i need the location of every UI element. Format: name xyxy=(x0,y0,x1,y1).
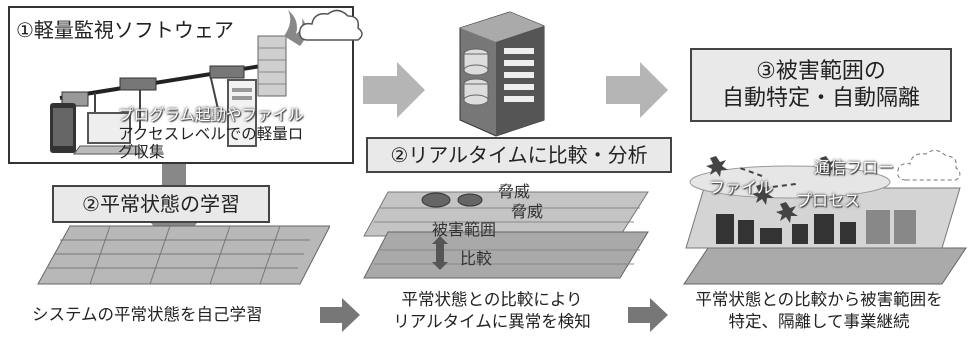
step-learning-label: ②平常状態の学習 xyxy=(52,185,270,223)
panel-title: ①軽量監視ソフトウェア xyxy=(16,14,234,43)
step-isolate-line2: 自動特定・自動隔離 xyxy=(721,86,920,111)
arrow-right-2 xyxy=(606,62,668,118)
panel-lightweight-monitoring: ①軽量監視ソフトウェア プログラム起動やファイル アクセスレベルでの軽量ロ グ収… xyxy=(8,6,354,164)
arrow-right-3 xyxy=(320,298,360,332)
threat-label-1: 脅威 xyxy=(498,182,531,201)
arrow-right-4 xyxy=(628,298,668,332)
caption-self-learning: システムの平常状態を自己学習 xyxy=(32,305,263,324)
pc-tower-icon xyxy=(227,79,257,147)
comparison-layers-illustration xyxy=(363,191,649,279)
baseline-layer-illustration xyxy=(37,225,330,285)
threat-burst-icon xyxy=(706,156,838,223)
process-label: プロセス xyxy=(796,191,861,210)
caption-isolate-continue-line1: 平常状態との比較から被害範囲を xyxy=(695,290,943,309)
arrow-right-1 xyxy=(363,62,425,118)
laptop-icon xyxy=(73,112,145,155)
panel-note-line1: プログラム起動やファイル xyxy=(118,106,304,124)
smartphone-icon xyxy=(50,103,76,153)
step-isolate-line1: ③被害範囲の xyxy=(756,58,886,84)
panel-note: プログラム起動やファイル アクセスレベルでの軽量ロ グ収集 xyxy=(118,106,350,161)
isolation-layers-illustration xyxy=(683,150,967,285)
caption-realtime-detect: 平常状態との比較により リアルタイムに異常を検知 xyxy=(362,289,622,334)
caption-realtime-detect-line1: 平常状態との比較により xyxy=(401,290,583,309)
caption-isolate-continue-line2: 特定、隔離して事業継続 xyxy=(728,312,910,332)
damage-scope-label: 被害範囲 xyxy=(432,220,497,239)
panel-note-line2: アクセスレベルでの軽量ロ xyxy=(118,124,304,143)
compare-arrow-icon xyxy=(432,236,448,270)
panel-note-line3: グ収集 xyxy=(118,142,165,161)
caption-isolate-continue: 平常状態との比較から被害範囲を 特定、隔離して事業継続 xyxy=(672,289,966,334)
firewall-icon xyxy=(257,10,307,97)
step-compare-label: ②リアルタイムに比較・分析 xyxy=(366,137,672,173)
cloud-icon xyxy=(298,9,363,41)
file-label: ファイル xyxy=(709,178,774,197)
device-network-illustration xyxy=(50,10,307,155)
step-isolate-label: ③被害範囲の 自動特定・自動隔離 xyxy=(690,48,952,122)
caption-realtime-detect-line2: リアルタイムに異常を検知 xyxy=(393,312,591,332)
server-cluster-icon xyxy=(459,11,545,137)
hub-icon xyxy=(119,65,245,91)
comm-flow-label: 通信フロー xyxy=(814,158,895,177)
threat-label-2: 脅威 xyxy=(511,202,544,221)
compare-label: 比較 xyxy=(460,249,493,268)
threat-marker-icon xyxy=(421,192,483,208)
